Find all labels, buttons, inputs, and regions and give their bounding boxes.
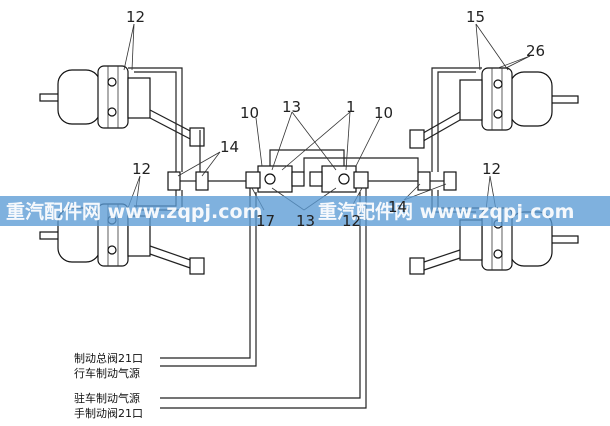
callout-15-right: 15 <box>466 8 485 26</box>
relay-valve-right <box>309 165 369 193</box>
air-lines <box>128 67 482 409</box>
callout-14-right: 14 <box>388 198 407 216</box>
quick-release-valve-left <box>167 171 209 191</box>
brake-chamber-top-right <box>409 67 579 149</box>
callout-10-left: 10 <box>240 104 259 122</box>
quick-release-valve-right <box>417 171 457 191</box>
callout-12-bottom: 12 <box>342 212 361 230</box>
callout-10-right: 10 <box>374 104 393 122</box>
callout-17-bottom: 17 <box>256 212 275 230</box>
callout-26-right: 26 <box>526 42 545 60</box>
brake-chamber-top-left <box>39 65 205 147</box>
relay-valve-left <box>245 165 305 193</box>
callout-12-mid-left: 12 <box>132 160 151 178</box>
callout-1-center: 1 <box>346 98 356 116</box>
label-hand-brake-valve: 手制动阀21口 <box>74 406 143 420</box>
callout-13-center: 13 <box>282 98 301 116</box>
watermark-band <box>0 196 610 226</box>
label-service-brake-main-valve: 制动总阀21口 <box>74 351 143 365</box>
watermark-left: 重汽配件网 www.zqpj.com <box>6 200 262 223</box>
watermark-right: 重汽配件网 www.zqpj.com <box>318 200 574 223</box>
label-service-brake-air-source: 行车制动气源 <box>74 366 140 380</box>
label-parking-brake-air-source: 驻车制动气源 <box>74 391 140 405</box>
callout-12-top-left: 12 <box>126 8 145 26</box>
callout-13-bottom: 13 <box>296 212 315 230</box>
callout-12-right: 12 <box>482 160 501 178</box>
callout-14-left: 14 <box>220 138 239 156</box>
